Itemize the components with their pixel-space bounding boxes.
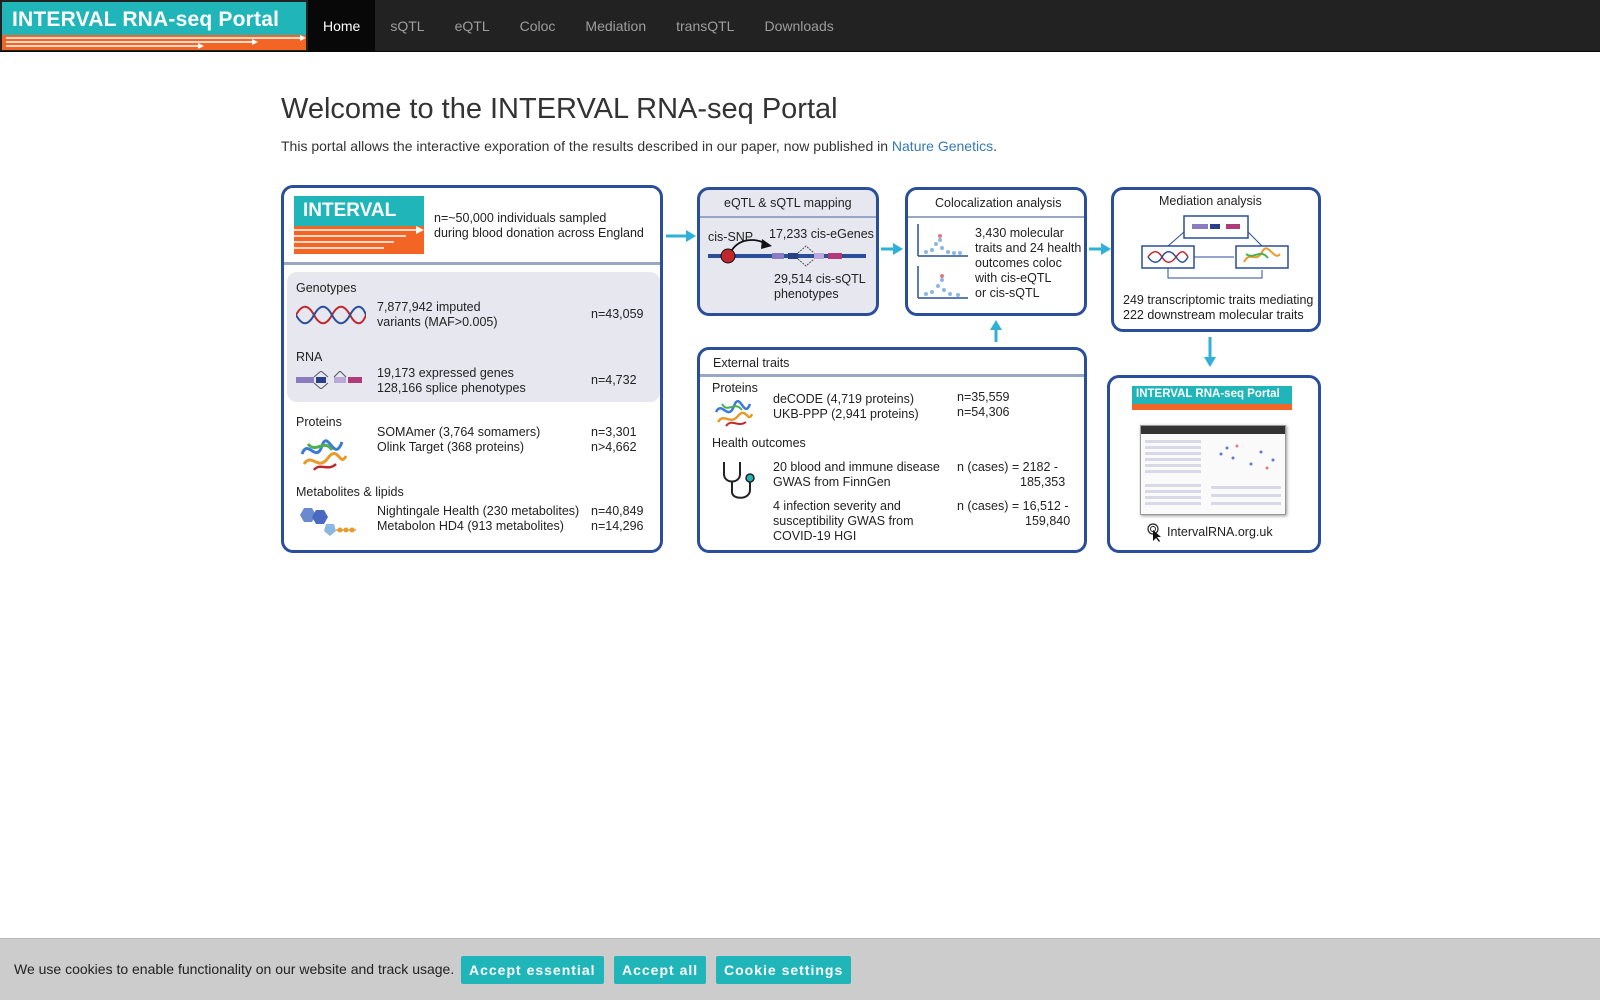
nav-downloads[interactable]: Downloads [764,18,834,34]
portal-logo: INTERVAL RNA-seq Portal [1132,386,1292,410]
arrow-right-icon [1089,243,1111,255]
cookie-settings-button[interactable]: Cookie settings [716,956,852,984]
mediation-panel: Mediation analysis 249 transcriptomic tr… [1111,187,1321,332]
dna-icon [296,305,366,325]
coloc-scatter-icon [917,224,968,299]
interval-panel: INTERVAL n=~50,000 individuals sampled d… [281,185,663,553]
cursor-icon [1147,523,1161,542]
brand-stripes [2,35,306,50]
accept-all-button[interactable]: Accept all [614,956,707,984]
external-traits-panel: External traits Proteins deCODE (4,719 p… [697,347,1087,553]
intro-text: This portal allows the interactive expor… [281,138,997,154]
nav-coloc[interactable]: Coloc [519,18,556,34]
cookie-text: We use cookies to enable functionality o… [14,961,455,977]
mediation-diagram [1141,215,1289,279]
portal-panel: INTERVAL RNA-seq Portal IntervalRNA.org.… [1107,375,1321,553]
page-title: Welcome to the INTERVAL RNA-seq Portal [281,93,838,125]
cookie-banner: We use cookies to enable functionality o… [0,938,1600,1000]
arrow-right-icon [881,243,903,255]
brand-title: INTERVAL RNA-seq Portal [12,8,280,31]
stethoscope-icon [723,462,755,499]
mapping-panel: eQTL & sQTL mapping cis-SNP 17,233 cis-e… [697,187,879,316]
portal-screenshot-thumbnail [1140,425,1286,515]
accept-essential-button[interactable]: Accept essential [461,956,604,984]
nav-sqtl[interactable]: sQTL [390,18,425,34]
coloc-panel: Colocalization analysis 3,430 molecular … [905,187,1087,316]
splice-icon [296,371,362,389]
brand-logo[interactable]: INTERVAL RNA-seq Portal [2,2,306,50]
arrow-up-icon [990,320,1002,342]
snp-gene-diagram [708,239,866,267]
study-overview-figure: INTERVAL n=~50,000 individuals sampled d… [281,185,1321,555]
arrow-right-icon [666,230,696,242]
main-content: Welcome to the INTERVAL RNA-seq Portal T… [281,92,1321,154]
nav-transqtl[interactable]: transQTL [676,18,735,34]
nav-home[interactable]: Home [308,0,376,52]
protein-icon [300,439,348,471]
nature-genetics-link[interactable]: Nature Genetics [891,138,994,154]
nav-eqtl[interactable]: eQTL [454,18,490,34]
nav-mediation[interactable]: Mediation [585,18,647,34]
navbar: INTERVAL RNA-seq Portal Home sQTL eQTL C… [0,0,1600,52]
main-nav: Home sQTL eQTL Coloc Mediation transQTL … [308,0,849,52]
interval-logo-text: INTERVAL [303,200,397,221]
interval-logo: INTERVAL [294,196,424,254]
arrow-down-icon [1204,337,1216,367]
protein-icon [714,399,754,427]
metabolite-icon [300,508,356,536]
